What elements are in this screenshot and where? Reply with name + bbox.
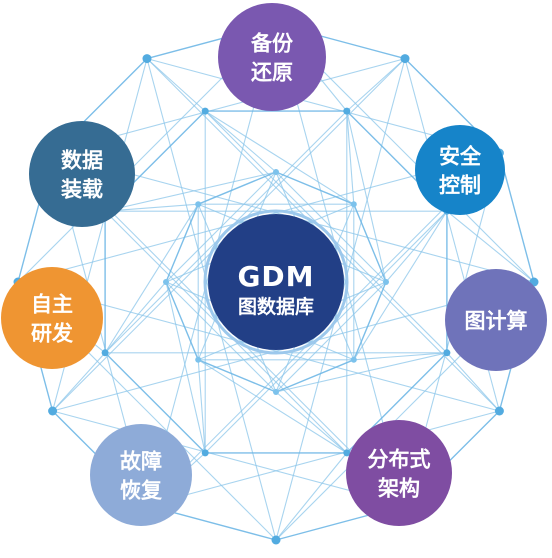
mesh-vertex xyxy=(142,54,152,64)
center-circle-rim xyxy=(203,209,349,355)
mesh-ring-line xyxy=(275,171,355,205)
mesh-line xyxy=(353,352,447,361)
node-label-fault-recovery-1: 恢复 xyxy=(120,479,163,503)
mesh-ring-line xyxy=(104,352,206,454)
mesh-vertex xyxy=(273,389,279,395)
mesh-ring-line xyxy=(165,281,199,361)
mesh-ring-line xyxy=(353,203,387,283)
mesh-vertex xyxy=(494,406,504,416)
mesh-vertex xyxy=(343,107,351,115)
mesh-vertex xyxy=(48,406,58,416)
mesh-ring-line xyxy=(275,359,355,393)
node-label-data-loading-1: 装载 xyxy=(61,178,103,202)
node-label-graph-computing-0: 图计算 xyxy=(465,309,528,333)
mesh-vertex xyxy=(101,349,109,357)
mesh-vertex xyxy=(271,535,281,545)
mesh-line xyxy=(446,352,500,412)
mesh-vertex xyxy=(273,169,279,175)
mesh-line xyxy=(346,110,387,283)
node-label-independent-development-0: 自主 xyxy=(31,293,73,317)
mesh-line xyxy=(275,352,448,393)
mesh-line xyxy=(52,352,106,412)
mesh-vertex xyxy=(350,356,357,363)
node-label-security-control-1: 控制 xyxy=(439,174,481,198)
mesh-ring-line xyxy=(353,281,387,361)
mesh-line xyxy=(104,203,199,354)
node-circle-distributed-architecture xyxy=(346,420,452,526)
mesh-line xyxy=(353,210,448,361)
mesh-line xyxy=(275,171,387,283)
mesh-line xyxy=(146,58,206,112)
node-label-independent-development-1: 研发 xyxy=(31,322,74,346)
mesh-ring-line xyxy=(197,171,277,205)
node-circle-security-control xyxy=(415,125,505,215)
mesh-line xyxy=(104,281,167,354)
mesh-vertex xyxy=(343,449,351,457)
mesh-line xyxy=(204,110,277,173)
mesh-line xyxy=(165,171,277,283)
mesh-line xyxy=(346,58,406,112)
node-graph-computing: 图计算 xyxy=(445,269,547,371)
mesh-line xyxy=(104,171,277,212)
mesh-line xyxy=(346,111,355,205)
mesh-vertex xyxy=(350,201,357,208)
node-circle-backup-restore xyxy=(218,3,326,111)
node-circle-independent-development xyxy=(1,267,103,369)
mesh-line xyxy=(52,410,406,506)
mesh-vertex xyxy=(383,279,389,285)
mesh-line xyxy=(146,410,500,506)
node-label-backup-restore-1: 还原 xyxy=(250,61,293,85)
mesh-ring-line xyxy=(498,152,535,283)
mesh-vertex xyxy=(163,279,169,285)
mesh-line xyxy=(197,359,206,453)
mesh-ring-line xyxy=(165,203,199,283)
center-subtitle: 图数据库 xyxy=(238,295,314,318)
node-label-data-loading-0: 数据 xyxy=(61,149,103,173)
mesh-line xyxy=(165,281,206,454)
node-circle-fault-recovery xyxy=(90,424,192,526)
node-circle-graph-computing xyxy=(445,269,547,371)
mesh-vertex xyxy=(195,201,202,208)
mesh-vertex xyxy=(443,349,451,357)
mesh-vertex xyxy=(201,449,209,457)
mesh-vertex xyxy=(400,54,410,64)
node-label-fault-recovery-0: 故障 xyxy=(120,450,162,474)
node-circle-data-loading xyxy=(29,121,135,227)
mesh-line xyxy=(385,210,448,283)
mesh-ring-line xyxy=(197,359,277,393)
mesh-line xyxy=(165,281,277,393)
mesh-line xyxy=(204,110,355,205)
mesh-vertex xyxy=(201,107,209,115)
center-node: GDM 图数据库 xyxy=(203,209,349,355)
node-label-distributed-architecture-1: 架构 xyxy=(378,477,420,501)
mesh-vertex xyxy=(195,356,202,363)
node-label-security-control-0: 安全 xyxy=(439,145,482,169)
center-circle xyxy=(208,214,344,350)
node-label-distributed-architecture-0: 分布式 xyxy=(368,448,431,472)
mesh-line xyxy=(275,452,348,541)
mesh-line xyxy=(197,359,348,454)
node-label-backup-restore-0: 备份 xyxy=(250,32,294,56)
mesh-line xyxy=(275,391,348,454)
center-title: GDM xyxy=(237,260,314,293)
mesh-line xyxy=(446,210,535,283)
mesh-line xyxy=(275,281,387,393)
